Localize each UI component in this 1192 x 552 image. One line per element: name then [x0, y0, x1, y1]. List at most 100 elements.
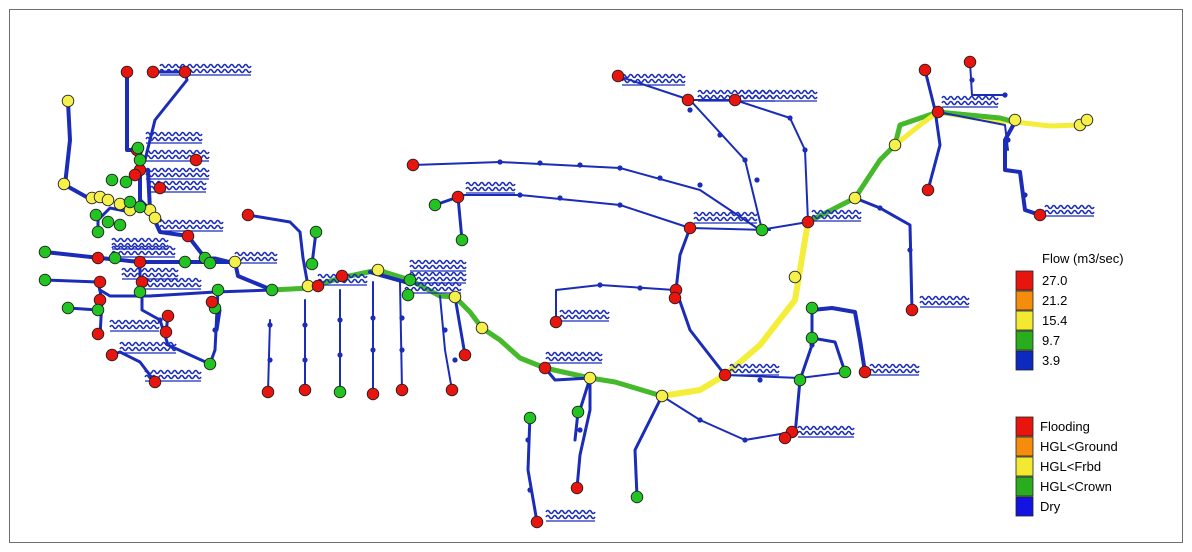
- network-node: [105, 348, 119, 362]
- network-node: [178, 255, 192, 269]
- nodes-layer: [38, 55, 1094, 529]
- network-node: [38, 273, 52, 287]
- pipe: [399, 281, 403, 391]
- network-node: [105, 173, 119, 187]
- pipe-joint: [370, 315, 376, 321]
- outfall-icon: [811, 209, 862, 222]
- outfall-icon: [409, 259, 467, 272]
- pipe-joint: [754, 177, 760, 183]
- pipe-joint: [399, 347, 405, 353]
- outfalls-layer: [109, 63, 1095, 522]
- network-node: [428, 198, 442, 212]
- outfall-icon: [559, 309, 610, 322]
- network-node: [91, 327, 105, 341]
- pipe-joint: [717, 132, 723, 138]
- pipe: [633, 394, 664, 499]
- pipe-joint: [525, 437, 531, 443]
- pipe: [246, 213, 310, 288]
- pipe-joint: [497, 159, 503, 165]
- pipe: [555, 284, 676, 321]
- network-node: [161, 309, 175, 323]
- network-node: [146, 65, 160, 79]
- network-node: [265, 283, 279, 297]
- pipe-joint: [302, 322, 308, 328]
- flow-legend-label: 3.9: [1042, 353, 1060, 368]
- network-node: [203, 256, 217, 270]
- flow-legend-swatch: [1015, 270, 1034, 291]
- network-node: [371, 263, 385, 277]
- flow-legend-label: 15.4: [1042, 313, 1067, 328]
- network-node: [549, 315, 563, 329]
- flow-legend-swatch: [1015, 290, 1034, 311]
- pipe-joint: [757, 377, 763, 383]
- network-node: [718, 368, 732, 382]
- pipe-joint: [537, 160, 543, 166]
- pipe-joint: [687, 107, 693, 113]
- pipe: [617, 75, 763, 231]
- pipe-joint: [1005, 137, 1011, 143]
- network-node: [133, 285, 147, 299]
- flow-legend-label: 21.2: [1042, 293, 1067, 308]
- network-node: [135, 275, 149, 289]
- outfall-icon: [144, 277, 202, 290]
- node-legend-swatch: [1015, 416, 1034, 437]
- node-legend-label: HGL<Frbd: [1040, 459, 1101, 474]
- pipe-joint: [617, 202, 623, 208]
- network-node: [448, 290, 462, 304]
- network-node: [728, 93, 742, 107]
- pipe: [439, 295, 453, 391]
- network-node: [571, 405, 585, 419]
- network-node: [1008, 113, 1022, 127]
- pipe: [146, 168, 207, 260]
- network-node: [458, 348, 472, 362]
- outfall-icon: [111, 245, 176, 258]
- node-legend-swatch: [1015, 436, 1034, 457]
- pipe: [674, 226, 727, 377]
- network-node: [755, 223, 769, 237]
- pipes-layer: [43, 61, 1083, 524]
- network-node: [455, 233, 469, 247]
- pipe-joint: [267, 357, 273, 363]
- network-node: [888, 138, 902, 152]
- outfall-icon: [145, 167, 210, 180]
- pipe-joint: [1022, 192, 1028, 198]
- outfall-icon: [869, 363, 920, 376]
- network-node: [189, 153, 203, 167]
- flow-legend-title: Flow (m3/sec): [1042, 251, 1124, 266]
- network-node: [38, 245, 52, 259]
- pipe: [63, 100, 94, 202]
- flow-legend-label: 9.7: [1042, 333, 1060, 348]
- pipe-joint: [517, 192, 523, 198]
- outfall-icon: [739, 89, 818, 102]
- node-legend-swatch: [1015, 456, 1034, 477]
- network-node: [61, 301, 75, 315]
- outfall-icon: [797, 425, 855, 438]
- pipe-joint: [302, 357, 308, 363]
- network-node: [298, 383, 312, 397]
- pipe-joint: [787, 115, 793, 121]
- network-node: [921, 183, 935, 197]
- pipe: [543, 366, 592, 490]
- network-node: [1033, 208, 1047, 222]
- network-node: [963, 55, 977, 69]
- network-node: [123, 195, 137, 209]
- network-node: [108, 251, 122, 265]
- flow-legend-swatch: [1015, 310, 1034, 331]
- network-node: [570, 481, 584, 495]
- network-node: [523, 411, 537, 425]
- network-node: [788, 270, 802, 284]
- network-node: [333, 385, 347, 399]
- network-node: [918, 63, 932, 77]
- network-node: [538, 361, 552, 375]
- pipe-joint: [442, 327, 448, 333]
- network-node: [805, 331, 819, 345]
- network-node: [228, 255, 242, 269]
- outfall-icon: [941, 95, 999, 108]
- pipe: [453, 295, 467, 357]
- network-node: [181, 229, 195, 243]
- pipe-joint: [597, 282, 603, 288]
- network-node: [91, 303, 105, 317]
- network-node: [668, 291, 682, 305]
- pipe-joint: [907, 247, 913, 253]
